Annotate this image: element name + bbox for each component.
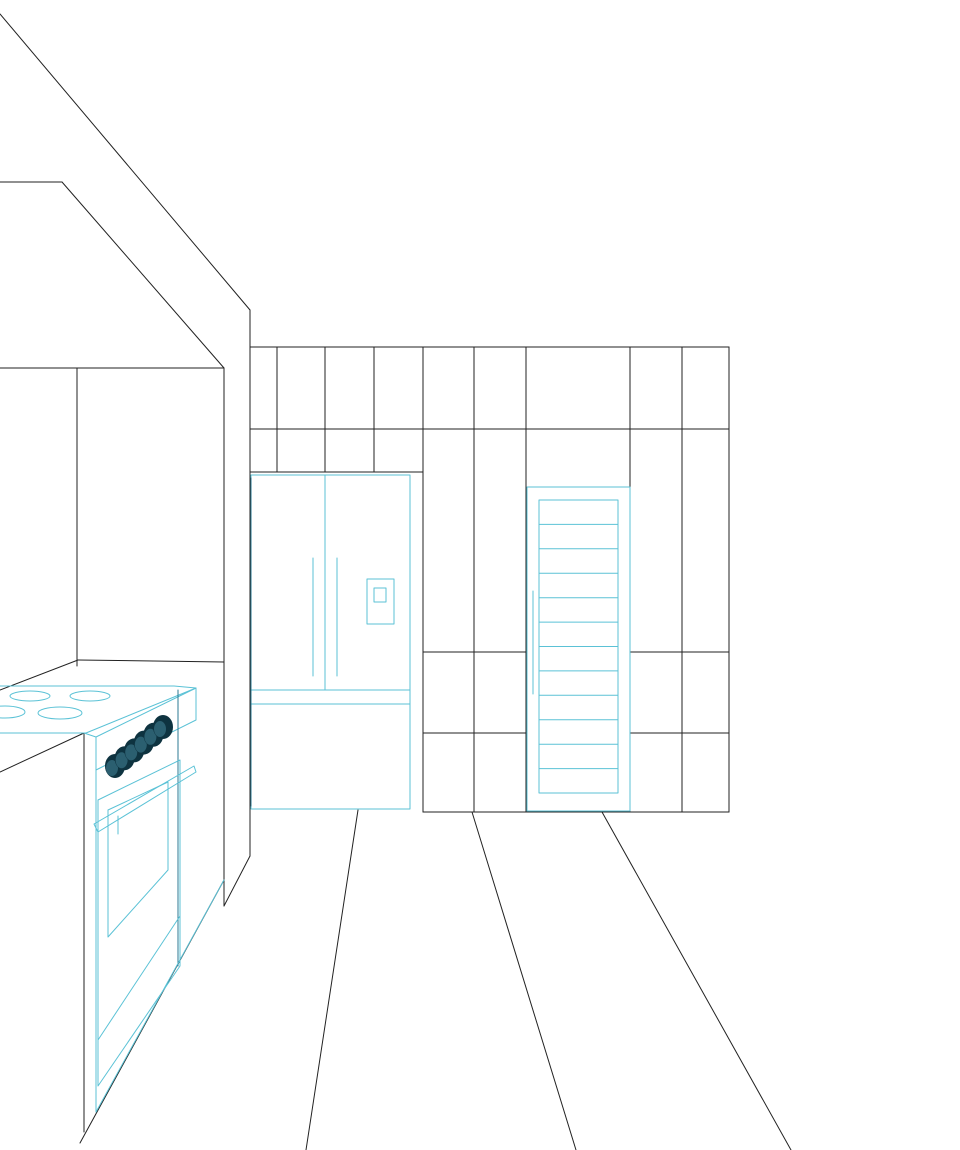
oven-handle: [93, 765, 197, 833]
water-dispenser: [366, 578, 395, 625]
burner: [0, 705, 26, 719]
wall-partition: [0, 13, 251, 907]
burner: [37, 706, 83, 720]
range-knobs: [105, 715, 173, 778]
appliance-lines: [0, 474, 631, 1113]
water-dispenser-nozzle: [373, 587, 387, 603]
range-oven: [0, 685, 225, 1113]
column-wine-refrigerator: [526, 486, 631, 812]
wine-shelves: [538, 523, 619, 770]
french-door-refrigerator: [250, 474, 411, 810]
burner: [9, 690, 51, 702]
range-hood: [0, 181, 225, 369]
upper-cabinet-row: [249, 346, 730, 813]
floor-seams: [305, 809, 792, 1150]
kitchen-island: [0, 659, 225, 1144]
tall-cabinet-wall: [422, 346, 730, 813]
range-knob: [153, 715, 173, 739]
structure-lines: [0, 13, 792, 1150]
burner: [69, 690, 111, 702]
